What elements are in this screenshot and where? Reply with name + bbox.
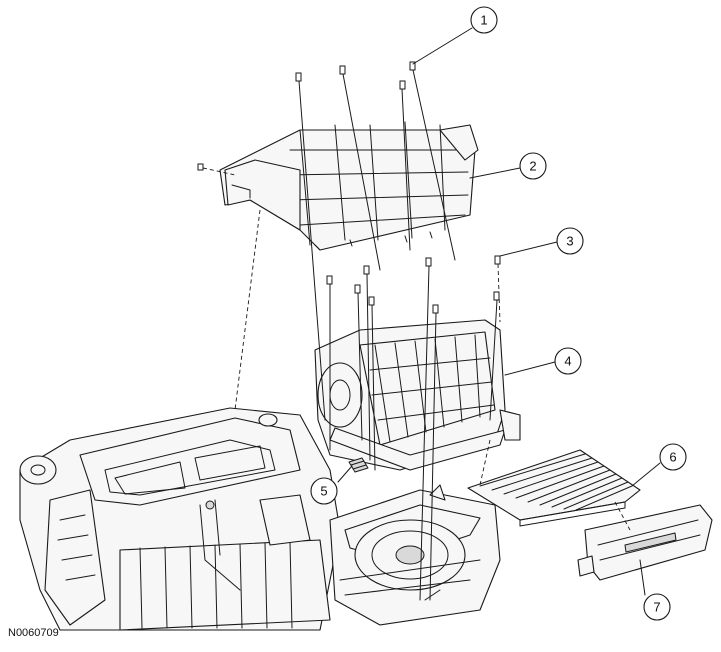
heater-evaporator-housing (19, 407, 341, 631)
callout-6-label: 6 (669, 450, 676, 465)
part-6-cabin-air-filter (467, 449, 641, 527)
assembly-lines (202, 69, 631, 601)
callout-2: 2 (519, 152, 547, 180)
blower-housing (329, 484, 501, 626)
callout-5: 5 (310, 477, 338, 505)
screws (197, 61, 501, 314)
callout-3: 3 (556, 227, 584, 255)
part-4-blower-scroll-assembly (314, 319, 521, 471)
callout-2-label: 2 (529, 159, 536, 174)
part-2-upper-duct-cover (219, 121, 479, 251)
figure-id: N0060709 (8, 627, 59, 639)
part-5-clip (348, 457, 369, 473)
leader-lines (337, 27, 661, 596)
callout-7-label: 7 (653, 600, 660, 615)
callout-1-label: 1 (480, 13, 487, 28)
callout-5-label: 5 (320, 484, 327, 499)
callout-3-label: 3 (566, 234, 573, 249)
callout-6: 6 (659, 443, 687, 471)
callout-7: 7 (643, 593, 671, 621)
part-7-filter-door (577, 504, 713, 581)
callout-4-label: 4 (564, 354, 571, 369)
callout-1: 1 (470, 6, 498, 34)
callout-4: 4 (554, 347, 582, 375)
